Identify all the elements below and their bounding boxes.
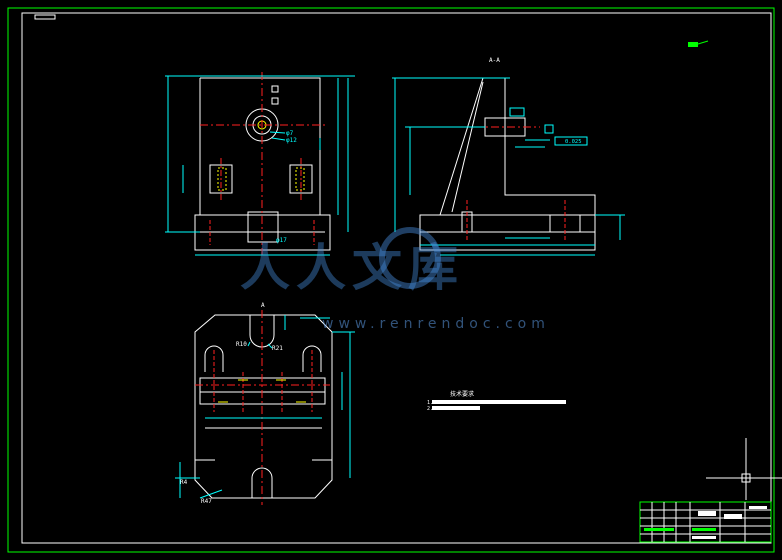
pin-hole-top-b (271, 97, 279, 105)
ucs-crosshair (706, 438, 782, 500)
dim-phi12: φ12 (286, 137, 297, 144)
tolerance-value: 0.025 (565, 139, 582, 145)
technical-notes: 技术要求 1. 2. (427, 390, 566, 412)
title-block (639, 501, 772, 543)
top-view: A R10 (175, 302, 355, 505)
notes-title: 技术要求 (450, 390, 474, 398)
tb-green-1 (644, 528, 674, 531)
outer-frame (7, 7, 775, 553)
section-label: A-A (489, 57, 500, 64)
dim-r10: R10 (236, 341, 247, 348)
pin-hole-top-a (271, 85, 279, 93)
bottom-u-notch (251, 467, 273, 498)
dim-r4: R4 (180, 479, 188, 486)
watermark-logo (379, 227, 441, 289)
front-leader-phi12 (271, 137, 286, 141)
watermark-text: 人人文库 (240, 238, 464, 297)
front-view: φ7 φ12 φ17 (165, 72, 355, 256)
title-block-frame (639, 501, 772, 543)
dim-r21: R21 (272, 345, 283, 352)
roughness-mark-line (697, 40, 709, 45)
tb-white-1 (692, 536, 716, 539)
roughness-box (509, 107, 525, 117)
section-slot-right (549, 214, 581, 233)
tb-white-2 (749, 506, 767, 509)
front-slot-right (289, 164, 313, 194)
tb-green-2 (692, 528, 716, 531)
tolerance-frame (554, 136, 588, 146)
top-left-code-box (34, 14, 56, 20)
section-web-diagonal (451, 81, 484, 213)
ucs-box (741, 473, 751, 483)
datum-box (544, 124, 554, 134)
front-leader-phi7 (269, 131, 286, 134)
leader-r10 (247, 341, 251, 347)
top-view-outline (194, 314, 333, 499)
watermark-url: www.renrendoc.com (322, 316, 550, 332)
front-slot-left (209, 164, 233, 194)
view-label: A (261, 302, 265, 309)
left-slot-arc (204, 345, 224, 372)
tb-name-fill (698, 511, 716, 516)
front-slot-right-inner (295, 167, 305, 191)
notes-line-1-num: 1. (427, 400, 433, 406)
notes-line-2 (432, 406, 480, 410)
roughness-mark (688, 42, 698, 47)
tb-code-fill (724, 514, 742, 519)
dim-phi-bottom: φ17 (276, 237, 287, 244)
front-slot-left-inner (217, 167, 227, 191)
right-slot-arc (302, 345, 322, 372)
dim-phi7: φ7 (286, 130, 294, 137)
inner-frame (21, 12, 772, 544)
section-view: A-A 0.025 (392, 57, 625, 256)
section-outline (419, 77, 596, 251)
leader-r21 (267, 343, 273, 349)
notes-line-1 (432, 400, 566, 404)
notes-line-2-num: 2. (427, 406, 433, 412)
dim-r47: R47 (201, 498, 212, 505)
top-dim-r47 (199, 489, 223, 499)
front-slot (247, 211, 279, 243)
